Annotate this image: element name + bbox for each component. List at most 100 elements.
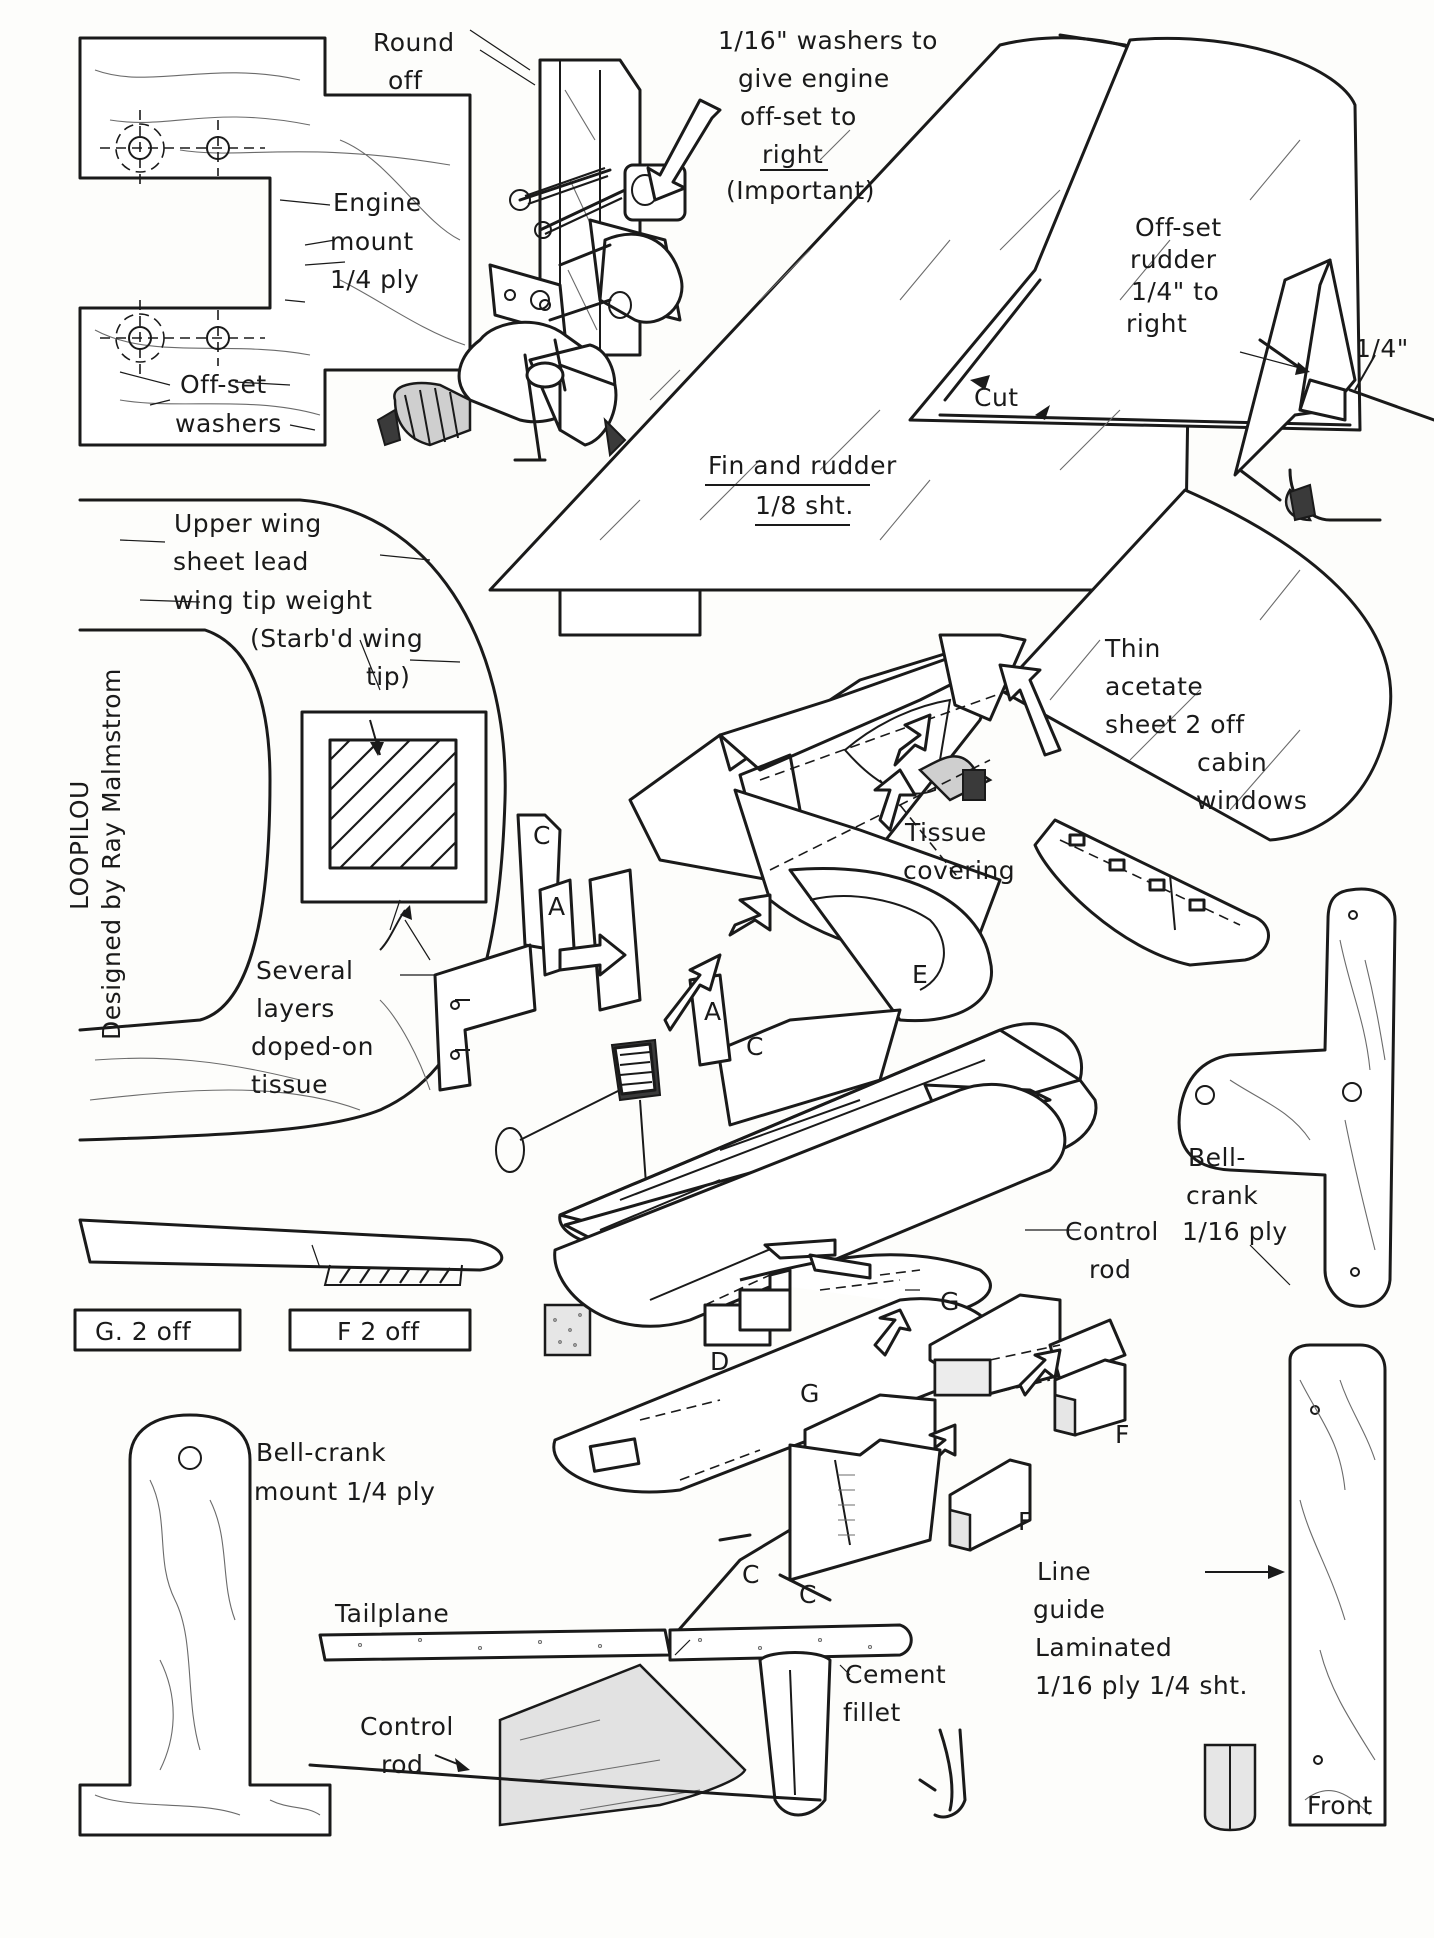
offset-rudder-line-3: 1/4" to: [1131, 277, 1219, 306]
acetate-line-4: cabin: [1197, 748, 1267, 777]
fin-and-rudder: [488, 33, 1362, 637]
wing-panel-right: [1033, 818, 1270, 967]
label-title-vertical: LOOPILOU Designed by Ray Malmstrom: [65, 668, 126, 1040]
acetate-line-2: acetate: [1105, 672, 1203, 701]
bellcrank-line-1: Bell-: [1188, 1143, 1246, 1172]
front-label: Front: [1307, 1791, 1373, 1820]
washers-note-line-3: off-set to: [740, 102, 857, 131]
line-guide-line-4: 1/16 ply 1/4 sht.: [1035, 1671, 1248, 1700]
fin-rudder-line-2: 1/8 sht.: [755, 491, 854, 520]
offset-rudder-detail: [1233, 258, 1434, 522]
washer-pointer-arrow: [646, 98, 722, 202]
washers-note-line-5: (Important): [726, 176, 875, 205]
offset-washers-line-2: washers: [175, 409, 282, 438]
tailplane-label: Tailplane: [334, 1599, 449, 1628]
label-offset-washers: Off-set washers: [175, 370, 282, 438]
leader-lines: [149, 29, 1301, 1676]
control-ply-line-3: rod: [1089, 1255, 1131, 1284]
acetate-line-1: Thin: [1104, 634, 1161, 663]
engine-assembly: [376, 58, 687, 462]
part-boxes: [73, 1303, 592, 1357]
label-washers-note: 1/16" washers to give engine off-set to …: [718, 26, 938, 205]
part-letter-labels: C A A C E D G G F F C C: [533, 821, 1130, 1609]
label-bellcrank-mount: Bell-crank mount 1/4 ply: [254, 1438, 435, 1506]
offset-rudder-line-4: right: [1126, 309, 1187, 338]
layers-line-1: Several: [256, 956, 353, 985]
cement-line-2: fillet: [843, 1698, 901, 1727]
upper-wing-tip: [78, 498, 507, 1142]
label-upper-wing: Upper wing sheet lead wing tip weight (S…: [173, 509, 423, 691]
line-guide-line-1: Line: [1037, 1557, 1091, 1586]
label-thin-acetate: Thin acetate sheet 2 off cabin windows: [1104, 634, 1307, 815]
wing-tip-section: [78, 1218, 504, 1286]
engine-mount-line-1: Engine: [333, 188, 422, 217]
engine-mount-line-3: 1/4 ply: [330, 265, 419, 294]
control-rod-line-1: Control: [360, 1712, 454, 1741]
label-fin-and-rudder: Fin and rudder 1/8 sht.: [708, 451, 897, 520]
designer-credit: Designed by Ray Malmstrom: [97, 668, 126, 1040]
part-c-tail-1: C: [742, 1560, 760, 1589]
washers-note-line-1: 1/16" washers to: [718, 26, 938, 55]
line-guide-line-2: guide: [1033, 1595, 1105, 1624]
round-off-line-1: Round: [373, 28, 455, 57]
label-control-rod: Control rod: [360, 1712, 454, 1779]
upper-wing-line-2: sheet lead: [173, 547, 309, 576]
part-a-lower: A: [704, 997, 722, 1026]
offset-rudder-line-1: Off-set: [1135, 213, 1222, 242]
cut-label: Cut: [974, 383, 1019, 412]
bellcrank-mount-line-2: mount 1/4 ply: [254, 1477, 435, 1506]
part-e: E: [912, 960, 928, 989]
layers-line-3: doped-on: [251, 1032, 374, 1061]
tissue-line-2: covering: [903, 856, 1015, 885]
bellcrank-mount-line-1: Bell-crank: [256, 1438, 386, 1467]
label-tissue-covering: Tissue covering: [903, 818, 1015, 885]
layers-line-2: layers: [256, 994, 335, 1023]
label-round-off: Round off: [373, 28, 455, 95]
control-rod-line-2: rod: [381, 1750, 423, 1779]
fuselage-rear-tailplane: [308, 1438, 967, 1827]
f-two-off-label: F 2 off: [337, 1317, 420, 1346]
label-line-guide: Line guide Laminated 1/16 ply 1/4 sht.: [1033, 1557, 1248, 1700]
part-d: D: [710, 1347, 730, 1376]
acetate-line-3: sheet 2 off: [1105, 710, 1245, 739]
control-ply-line-2: 1/16 ply: [1182, 1217, 1288, 1246]
cement-line-1: Cement: [845, 1660, 946, 1689]
engine-mount-plate: [78, 36, 472, 447]
main-wing: [552, 1022, 1098, 1494]
label-several-layers: Several layers doped-on tissue: [251, 956, 374, 1099]
part-c-upper: C: [533, 821, 551, 850]
upper-wing-line-5: tip): [366, 662, 410, 691]
fuselage-assembly: [433, 633, 1062, 1283]
tissue-line-1: Tissue: [904, 818, 987, 847]
g-two-off-label: G. 2 off: [95, 1317, 192, 1346]
bellcrank-plate: [1177, 887, 1397, 1308]
part-c-tail-2: C: [799, 1580, 817, 1609]
upper-wing-line-1: Upper wing: [174, 509, 322, 538]
title-loopilou: LOOPILOU: [65, 780, 94, 910]
part-a-upper: A: [548, 892, 566, 921]
label-engine-mount: Engine mount 1/4 ply: [330, 188, 422, 294]
line-guide-line-3: Laminated: [1035, 1633, 1172, 1662]
offset-rudder-line-2: rudder: [1130, 245, 1217, 274]
washers-note-line-4: right: [762, 140, 823, 169]
part-f-lower: F: [1018, 1507, 1033, 1536]
label-cement-fillet: Cement fillet: [843, 1660, 946, 1727]
part-c-lower: C: [746, 1032, 764, 1061]
round-off-line-2: off: [388, 66, 423, 95]
part-f-upper: F: [1115, 1420, 1130, 1449]
washers-note-line-2: give engine: [738, 64, 890, 93]
offset-washers-line-1: Off-set: [180, 370, 267, 399]
part-g-upper: G: [940, 1287, 960, 1316]
layers-line-4: tissue: [251, 1070, 328, 1099]
acetate-line-5: windows: [1196, 786, 1307, 815]
upper-wing-line-3: wing tip weight: [173, 586, 372, 615]
fin-rudder-line-1: Fin and rudder: [708, 451, 897, 480]
label-offset-rudder: Off-set rudder 1/4" to right: [1126, 213, 1222, 338]
cabin-window-acetate: [998, 488, 1393, 842]
control-ply-line-1: Control: [1065, 1217, 1159, 1246]
part-g-lower: G: [800, 1379, 820, 1408]
quarter-inch-label: 1/4": [1355, 334, 1409, 363]
upper-wing-line-4: (Starb'd wing: [250, 624, 423, 653]
